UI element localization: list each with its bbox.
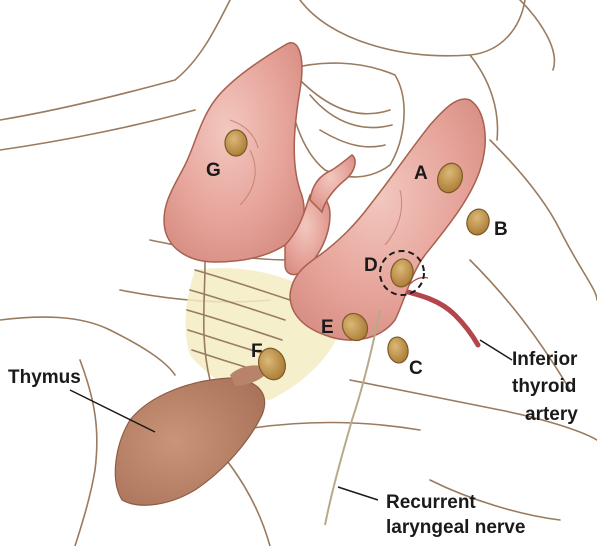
label-b: B — [494, 219, 508, 240]
label-a: A — [414, 163, 428, 184]
right-neck-outline-2 — [470, 260, 570, 390]
neck-outline-left — [0, 0, 230, 120]
label-d: D — [364, 255, 378, 276]
larynx — [285, 63, 404, 177]
thymus — [115, 365, 270, 505]
nerve-label-line2: laryngeal nerve — [386, 517, 525, 538]
label-f: F — [251, 341, 263, 362]
parathyroid-c — [386, 335, 410, 364]
artery-label-line1: Inferior — [512, 349, 578, 370]
parathyroid-b — [464, 207, 492, 238]
label-e: E — [321, 317, 334, 338]
thymus-label: Thymus — [8, 367, 81, 388]
nerve-label-line1: Recurrent — [386, 492, 476, 513]
lower-vessel-outline — [240, 423, 420, 431]
artery-leader-line — [480, 340, 512, 360]
jaw-outline — [300, 0, 525, 56]
artery-label-line3: artery — [525, 404, 578, 425]
label-c: C — [409, 358, 423, 379]
parathyroid-g — [225, 130, 247, 156]
artery-label-line2: thyroid — [512, 376, 576, 397]
neck-outline-left-inner — [0, 110, 195, 150]
mandible-outline — [520, 0, 554, 70]
nerve-leader-line — [338, 487, 378, 500]
label-g: G — [206, 160, 221, 181]
